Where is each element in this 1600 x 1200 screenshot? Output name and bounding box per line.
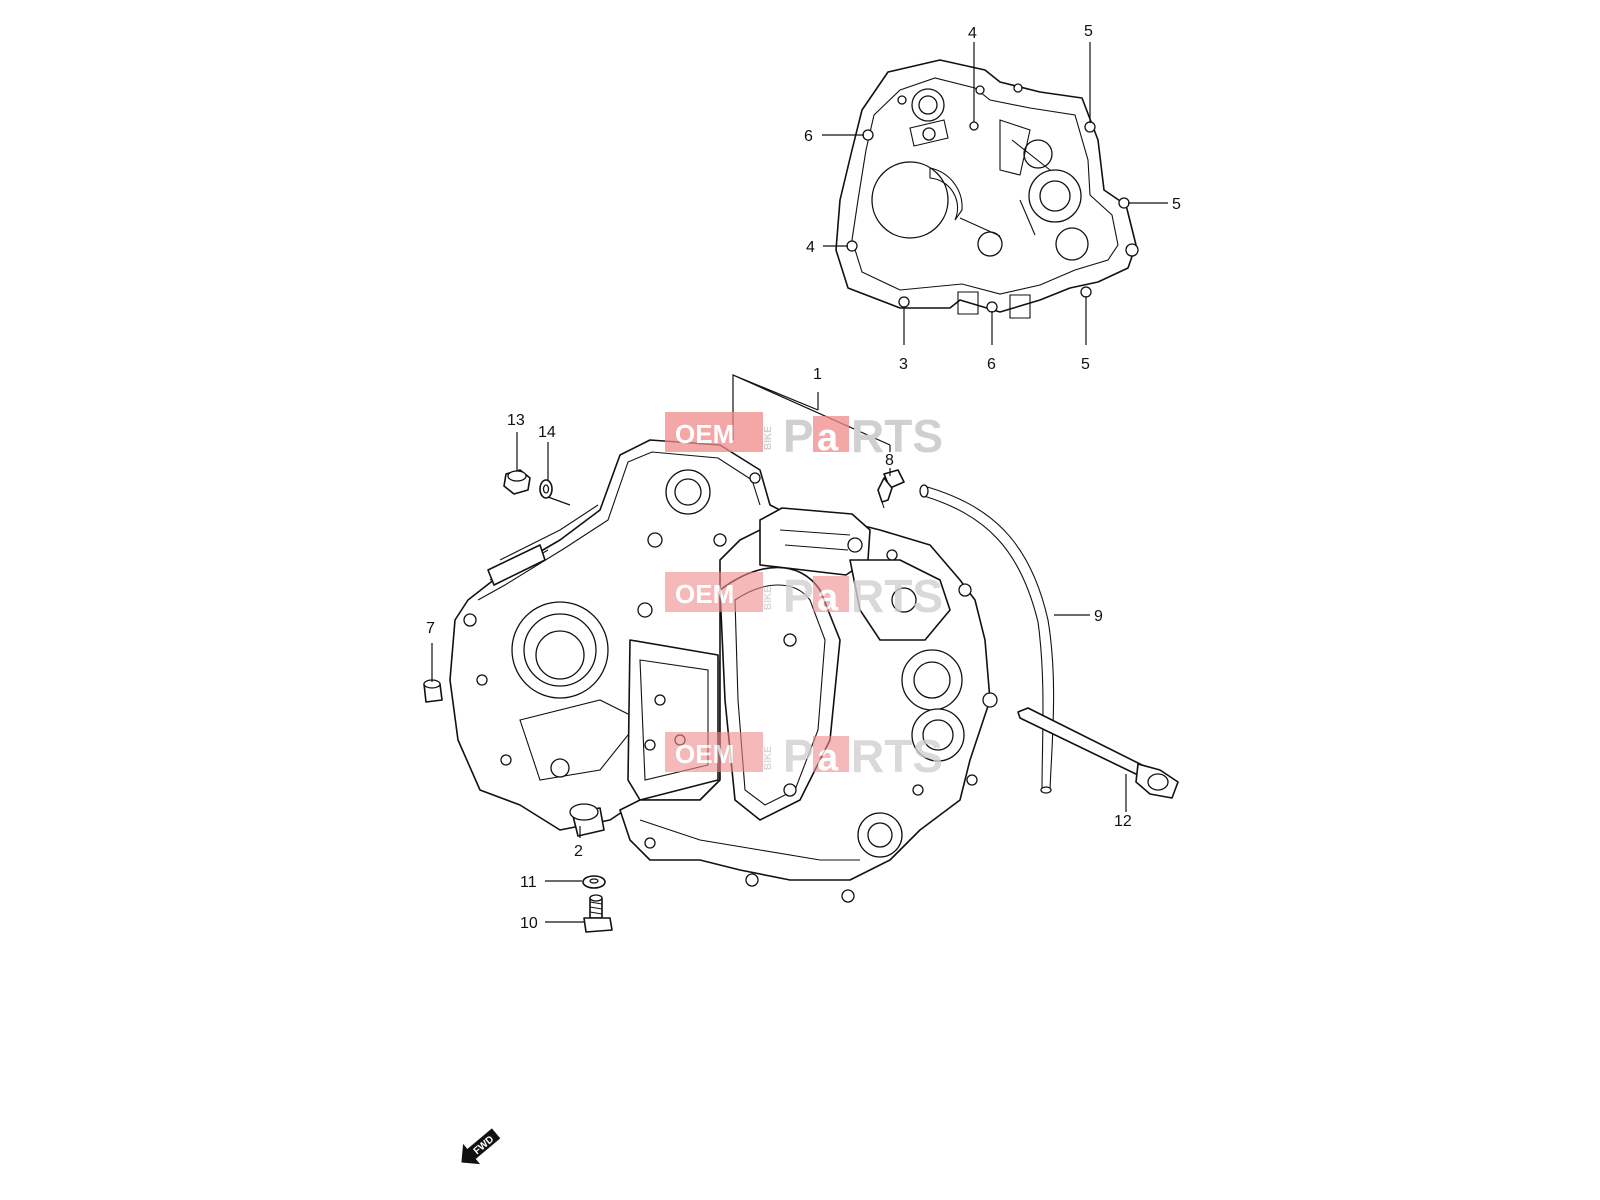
callout-5-bottom: 5 xyxy=(1081,356,1090,373)
callout-10: 10 xyxy=(520,915,538,932)
svg-text:P: P xyxy=(783,570,814,622)
watermark-middle: OEM BIKE P a RTS xyxy=(665,570,943,622)
callout-13: 13 xyxy=(507,412,525,429)
callout-6-bottom: 6 xyxy=(987,356,996,373)
callout-4-top: 4 xyxy=(968,25,977,42)
breather-fitting xyxy=(877,469,905,509)
svg-text:a: a xyxy=(817,417,839,459)
callout-3: 3 xyxy=(899,356,908,373)
watermark-bottom: OEM BIKE P a RTS xyxy=(665,730,943,782)
crankcase-assembly xyxy=(449,439,998,903)
forward-direction-arrow: FWD xyxy=(461,1128,501,1165)
svg-text:BIKE: BIKE xyxy=(763,586,774,610)
breather-hose xyxy=(919,484,1055,794)
callout-12: 12 xyxy=(1114,813,1132,830)
crankcase-gasket xyxy=(835,59,1139,319)
svg-text:OEM: OEM xyxy=(675,419,734,449)
callout-7: 7 xyxy=(426,620,435,637)
drain-washer xyxy=(582,875,606,889)
svg-text:P: P xyxy=(783,410,814,462)
svg-text:RTS: RTS xyxy=(851,730,943,782)
svg-text:BIKE: BIKE xyxy=(763,746,774,770)
callout-4-left: 4 xyxy=(806,239,815,256)
callout-14: 14 xyxy=(538,424,556,441)
callout-5-top: 5 xyxy=(1084,23,1093,40)
svg-text:a: a xyxy=(817,577,839,619)
callout-9: 9 xyxy=(1094,608,1103,625)
watermark-top: OEM BIKE P a RTS xyxy=(665,410,943,462)
callout-1: 1 xyxy=(813,366,822,383)
svg-text:a: a xyxy=(817,737,839,779)
svg-text:RTS: RTS xyxy=(851,410,943,462)
svg-text:BIKE: BIKE xyxy=(763,426,774,450)
dowel-pin xyxy=(423,679,443,703)
drain-bolt xyxy=(583,894,613,933)
svg-text:P: P xyxy=(783,730,814,782)
callout-labels: 4 5 6 5 4 3 6 5 1 8 13 14 9 7 12 2 11 10 xyxy=(426,23,1181,932)
through-bolt xyxy=(1017,707,1179,799)
callout-5-right: 5 xyxy=(1172,196,1181,213)
callout-11: 11 xyxy=(520,874,537,891)
svg-text:RTS: RTS xyxy=(851,570,943,622)
gasket-leader-lines xyxy=(822,42,1168,345)
callout-2: 2 xyxy=(574,843,583,860)
svg-text:OEM: OEM xyxy=(675,739,734,769)
callout-6-left: 6 xyxy=(804,128,813,145)
callout-8: 8 xyxy=(885,452,894,469)
svg-text:OEM: OEM xyxy=(675,579,734,609)
nut-and-washer xyxy=(503,469,553,499)
